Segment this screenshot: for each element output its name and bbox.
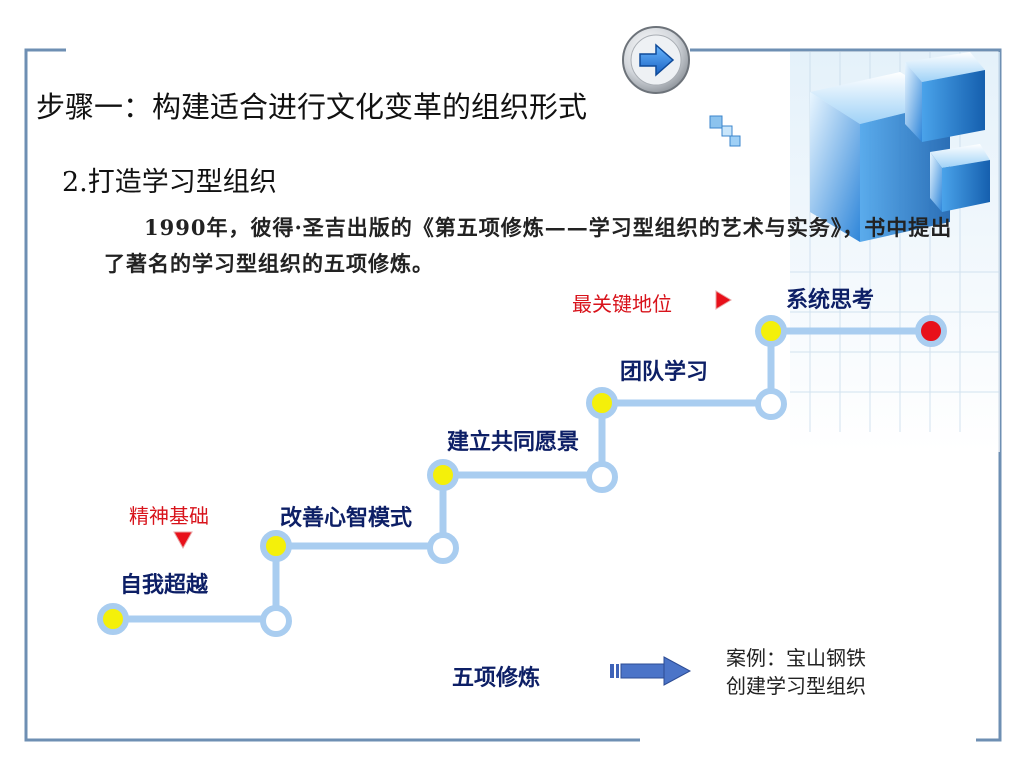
- end-node: [915, 315, 947, 347]
- case-line-2: 创建学习型组织: [726, 674, 866, 698]
- case-line-1: 案例：宝山钢铁: [726, 646, 866, 670]
- next-slide-button[interactable]: [620, 24, 692, 96]
- step-label-mental-models: 改善心智模式: [280, 506, 413, 531]
- step-label-team-learning: 团队学习: [620, 360, 709, 385]
- step-label-shared-vision: 建立共同愿景: [447, 430, 580, 455]
- step-node-3: [427, 459, 459, 491]
- decorative-cubes-image: [709, 52, 1000, 452]
- path-node: [260, 605, 292, 637]
- intro-paragraph: 1990年，彼得·圣吉出版的《第五项修炼——学习型组织的艺术与实务》，书中提出了…: [104, 210, 954, 282]
- slide-title: 步骤一：构建适合进行文化变革的组织形式: [36, 90, 588, 124]
- foundation-marker-icon: [173, 531, 193, 550]
- foundation-note: 精神基础: [129, 504, 209, 528]
- path-node: [586, 461, 618, 493]
- section-subtitle: 2.打造学习型组织: [62, 167, 277, 198]
- step-label-systems-thinking: 系统思考: [786, 288, 875, 313]
- path-node: [755, 388, 787, 420]
- step-label-personal-mastery: 自我超越: [120, 573, 209, 598]
- step-node-5: [755, 315, 787, 347]
- arrow-right-icon: [622, 26, 690, 94]
- step-node-4: [586, 387, 618, 419]
- case-arrow-icon: [610, 656, 692, 686]
- step-node-1: [97, 603, 129, 635]
- step-node-2: [260, 530, 292, 562]
- five-disciplines-label: 五项修炼: [452, 666, 541, 691]
- case-link[interactable]: 案例：宝山钢铁 创建学习型组织: [726, 644, 866, 700]
- intro-paragraph-text: 1990年，彼得·圣吉出版的《第五项修炼——学习型组织的艺术与实务》，书中提出了…: [104, 215, 953, 276]
- most-critical-note: 最关键地位: [572, 292, 672, 316]
- path-node: [427, 532, 459, 564]
- critical-marker-icon: [715, 290, 732, 310]
- staircase-path: [109, 327, 935, 623]
